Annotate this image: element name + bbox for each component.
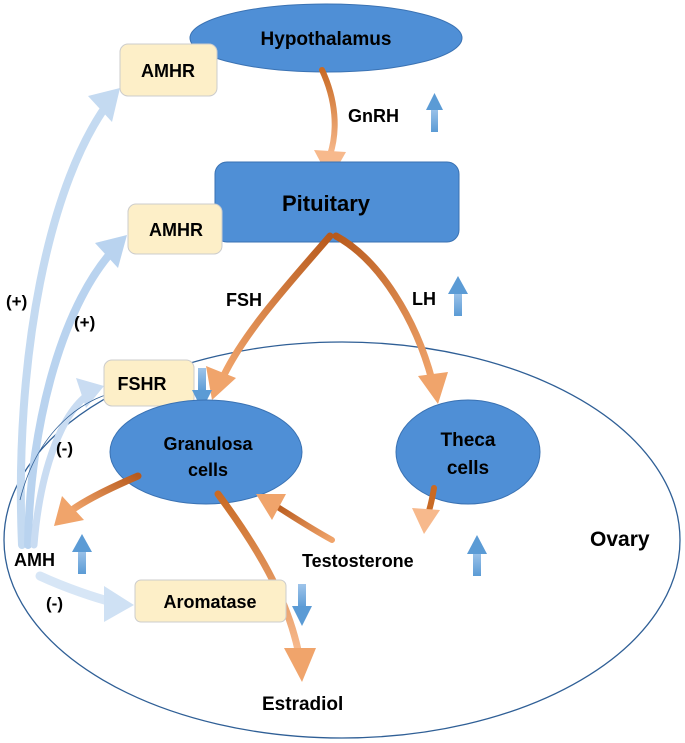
amh-to-aromatase-arrowhead (104, 586, 134, 622)
granulosa-to-estradiol-arrow (214, 490, 316, 682)
amh-to-pituitary-arrow-shaft (24, 241, 122, 549)
estradiol-label: Estradiol (262, 694, 343, 715)
hypothalamus-node: Hypothalamus (189, 3, 463, 73)
pituitary-shape (214, 161, 460, 243)
plus-sign-left: (+) (6, 292, 27, 311)
aromatase-down-indicator-icon (292, 584, 312, 626)
gnrh-up-indicator-icon (426, 93, 443, 132)
lh-arrow-shaft (332, 232, 436, 384)
testosterone-up-indicator-icon (467, 535, 487, 576)
granulosa-label-line1: Granulosa (163, 434, 253, 454)
fsh-arrow (206, 232, 334, 400)
ovary-label: Ovary (590, 528, 650, 551)
amh-to-fshr-arrowhead (76, 378, 104, 408)
granulosa-to-amh-arrow (54, 472, 142, 526)
aromatase-shape (134, 579, 287, 623)
granulosa-label-line2: cells (188, 460, 228, 480)
aromatase-label: Aromatase (163, 592, 256, 612)
theca-testosterone-arrowhead (412, 508, 440, 534)
lh-up-indicator-icon (448, 276, 468, 316)
testosterone-to-granulosa-arrow (256, 494, 335, 543)
amhr-mid-shape (127, 203, 223, 255)
fshr-shape (103, 359, 195, 407)
fsh-label: FSH (226, 290, 262, 310)
gnrh-arrow-shaft (319, 67, 338, 158)
theca-to-testosterone-arrow (412, 485, 440, 534)
ovary-outline (3, 341, 681, 739)
amh-feedback-arrows (16, 88, 134, 622)
granulosa-cells-node: Granulosa cells (109, 399, 303, 505)
amhr-top-label: AMHR (141, 61, 195, 81)
amh-to-hypothalamus-arrow-shaft (16, 94, 116, 549)
testosterone-label: Testosterone (302, 551, 414, 571)
amhr-mid-label: AMHR (149, 220, 203, 240)
testosterone-granulosa-arrowhead (256, 494, 286, 520)
amh-label: AMH (14, 550, 55, 570)
fsh-arrowhead (206, 366, 236, 400)
gnrh-label: GnRH (348, 106, 399, 126)
amhr-top-shape (119, 43, 218, 97)
hypothalamus-label: Hypothalamus (261, 29, 392, 50)
amhr-mid-box: AMHR (127, 203, 223, 255)
lh-label: LH (412, 289, 436, 309)
theca-shape (395, 399, 541, 505)
amh-to-hypothalamus-arrowhead (88, 88, 120, 122)
amh-to-fshr-arrow-shaft (30, 388, 96, 549)
fshr-label: FSHR (118, 374, 167, 394)
granulosa-shape (109, 399, 303, 505)
minus-sign-fshr: (-) (56, 439, 73, 458)
lh-arrow (332, 232, 448, 404)
fsh-arrow-shaft (220, 232, 334, 379)
lh-arrowhead (418, 372, 448, 404)
amh-up-indicator-icon (72, 534, 92, 574)
testosterone-granulosa-shaft (273, 503, 335, 543)
theca-label-line2: cells (447, 458, 489, 479)
plus-sign-right: (+) (74, 313, 95, 332)
amhr-top-box: AMHR (119, 43, 218, 97)
pituitary-label: Pituitary (282, 191, 371, 216)
ovary-region: Ovary (3, 341, 681, 739)
granulosa-amh-arrowhead (54, 496, 84, 526)
aromatase-box: Aromatase (134, 579, 287, 623)
theca-cells-node: Theca cells (395, 399, 541, 505)
granulosa-estradiol-arrowhead (284, 648, 316, 682)
minus-sign-aromatase: (-) (46, 594, 63, 613)
pituitary-node: Pituitary (214, 161, 460, 243)
granulosa-amh-shaft (68, 472, 142, 514)
theca-label-line1: Theca (441, 430, 496, 451)
amh-to-pituitary-arrowhead (95, 235, 127, 268)
granulosa-estradiol-shaft (214, 490, 302, 654)
fshr-box: FSHR (103, 359, 195, 407)
